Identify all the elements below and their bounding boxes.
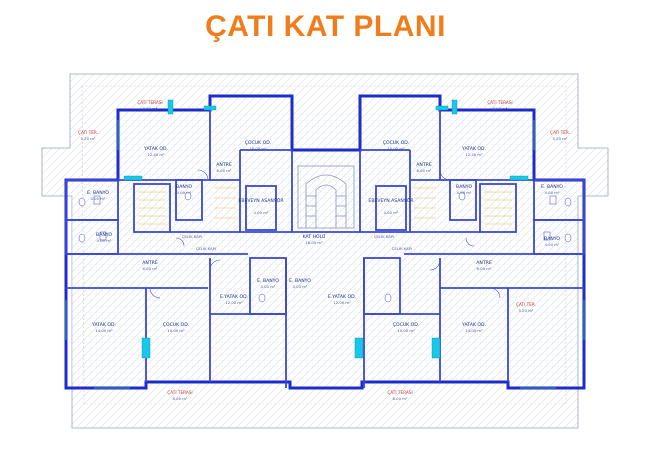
room-label: BANYO <box>176 184 192 190</box>
room-area: 6.00 m² <box>477 266 492 271</box>
room-label: BANYO <box>544 236 560 242</box>
room-area: 5.20 m² <box>519 308 534 313</box>
door-label: ÇELİK KAPI <box>182 234 202 239</box>
room-area: 8.00 m² <box>143 106 158 111</box>
door-label: ÇELİK KAPI <box>392 246 412 251</box>
room-area: 4.00 m² <box>261 284 276 289</box>
side-stair-steps <box>138 187 512 225</box>
room-label: ÇOCUK OD. <box>393 322 419 328</box>
room-label: YATAK OD. <box>91 322 116 328</box>
room-label: E. BANYO <box>257 278 279 284</box>
room-area: 16.00 m² <box>305 240 323 245</box>
room-label: ÇATI TERASI <box>387 390 412 395</box>
room-area: 14.00 m² <box>95 328 113 333</box>
room-label: ÇATI TER. <box>550 130 570 135</box>
room-label: E. BANYO <box>87 190 109 196</box>
room-label: ÇATI TERASI <box>137 100 162 105</box>
room-area: 12.40 m² <box>465 152 483 157</box>
room-area: 4.00 m² <box>384 210 399 215</box>
room-area: 5.20 m² <box>553 136 568 141</box>
room-area: 4.00 m² <box>254 210 269 215</box>
room-area: 4.00 m² <box>293 284 308 289</box>
room-label: KAT HOLÜ <box>303 233 326 240</box>
room-label: YATAK OD. <box>143 146 168 152</box>
room-label: YATAK OD. <box>461 146 486 152</box>
room-area: 10.00 m² <box>167 328 185 333</box>
door-labels: ÇELİK KAPI ÇELİK KAPI ÇELİK KAPI ÇELİK K… <box>182 234 412 251</box>
building-floor <box>66 110 586 382</box>
room-area: 12.40 m² <box>147 152 165 157</box>
room-label: EBEVEYN ASANSÖR <box>368 197 414 204</box>
room-label: ANTRE <box>476 260 492 266</box>
interior-walls <box>65 110 585 388</box>
room-label: ÇATI TERASI <box>487 100 512 105</box>
door-label: ÇELİK KAPI <box>374 234 394 239</box>
room-label: E.YATAK OD. <box>328 294 356 300</box>
room-area: 8.00 m² <box>173 396 188 401</box>
glazing-lines <box>65 120 585 389</box>
room-label: E. BANYO <box>289 278 311 284</box>
room-area: 4.00 m² <box>177 190 192 195</box>
room-area: 4.00 m² <box>545 242 560 247</box>
room-area: 10.00 m² <box>249 146 267 151</box>
room-label: ÇATI TER. <box>78 130 98 135</box>
room-area: 4.00 m² <box>545 190 560 195</box>
room-area: 8.00 m² <box>393 396 408 401</box>
room-area: 4.00 m² <box>457 190 472 195</box>
room-area: 12.00 m² <box>225 300 243 305</box>
room-labels: ÇATI TERASI 8.00 m² ÇATI TERASI 8.00 m² … <box>78 100 570 401</box>
room-label: BANYO <box>456 184 472 190</box>
door-label: ÇELİK KAPI <box>196 246 216 251</box>
room-label: ÇOCUK OD. <box>163 322 189 328</box>
bath-fixtures <box>78 191 572 303</box>
inner-terrace-band <box>81 85 567 405</box>
room-area: 6.00 m² <box>217 168 232 173</box>
room-label: ANTRE <box>216 162 232 168</box>
room-area: 6.00 m² <box>417 168 432 173</box>
room-label: EBEVEYN ASANSÖR <box>238 197 284 204</box>
room-label: ÇATI TER. <box>516 302 536 307</box>
room-label: E.YATAK OD. <box>220 294 248 300</box>
room-area: 10.00 m² <box>387 146 405 151</box>
windows <box>123 99 529 359</box>
room-area: 12.00 m² <box>333 300 351 305</box>
room-label: E. BANYO <box>541 184 563 190</box>
room-label: ANTRE <box>142 260 158 266</box>
door-swings <box>149 169 501 299</box>
room-area: 8.00 m² <box>493 106 508 111</box>
central-staircase <box>297 165 355 229</box>
room-label: BANYO <box>96 232 112 238</box>
room-label: ÇOCUK OD. <box>383 140 409 146</box>
room-label: ÇATI TERASI <box>167 390 192 395</box>
room-area: 6.00 m² <box>143 266 158 271</box>
room-label: ÇOCUK OD. <box>245 140 271 146</box>
room-area: 4.00 m² <box>97 238 112 243</box>
room-label: ANTRE <box>416 162 432 168</box>
page-title: ÇATI KAT PLANI <box>205 10 446 43</box>
room-label: YATAK OD. <box>461 322 486 328</box>
room-area: 4.00 m² <box>91 196 106 201</box>
room-area: 10.00 m² <box>397 328 415 333</box>
room-area: 5.20 m² <box>81 136 96 141</box>
room-area: 14.00 m² <box>465 328 483 333</box>
